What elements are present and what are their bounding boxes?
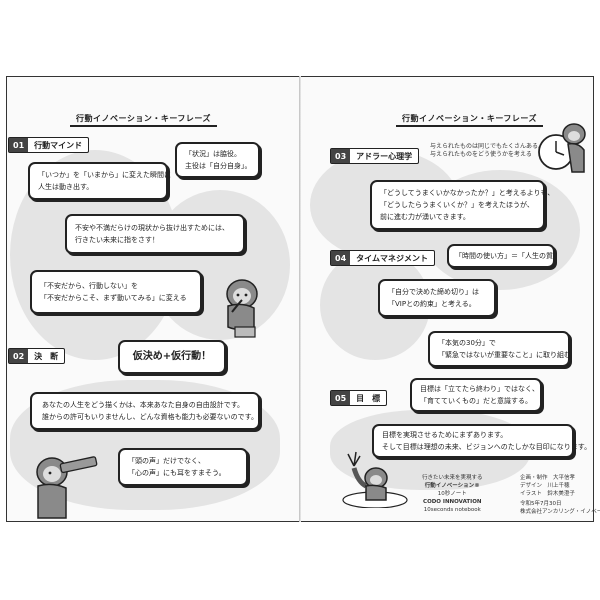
book-spine — [299, 76, 301, 522]
sloth-telescope-illustration — [36, 456, 98, 519]
bubble-line: 前に進む力が湧いてきます。 — [380, 213, 470, 221]
caption-line: 与えられたものをどう使うかを考える — [430, 151, 532, 158]
bubble-line: 「不安だから、行動しない」を — [40, 282, 138, 290]
book-title-block: 行きたい未来を実現する 行動イノベーション® 10秒ノート CODO INNOV… — [422, 474, 483, 514]
section-label: 行動マインド — [34, 140, 83, 150]
speech-bubble-jitsugen: 目標を実現させるためにまずあります。 そして目標は理想の未来、ビジョンへのたしか… — [372, 424, 592, 458]
bubble-line: 「時間の使い方」＝「人生の質」 — [455, 252, 560, 260]
credit-line: イラスト 鈴木美澄子 — [520, 491, 575, 497]
credit-line: 行動イノベーション® — [424, 483, 480, 489]
section-tag-05: 05 目 標 — [330, 390, 388, 406]
bubble-line: 誰からの許可もいりませんし、どんな資格も能力も必要ないのです。 — [42, 413, 258, 421]
bubble-line: 「自分で決めた締め切り」は — [388, 288, 479, 296]
bubble-line: 「緊急ではないが重要なこと」に取り組む — [438, 351, 571, 359]
bubble-line: 「どうしたらうまくいくか？」を考えたほうが、 — [380, 201, 534, 209]
publisher: 株式会社アンカリング・イノベーション — [520, 509, 600, 515]
section-tag-04: 04 タイムマネジメント — [330, 250, 435, 266]
bubble-line: 行きたい未来に指をさす！ — [75, 236, 159, 244]
bubble-line: 「育てていくもの」だと意識する。 — [420, 397, 532, 405]
bubble-line: 目標は「立てたら終わり」ではなく、 — [420, 385, 539, 393]
speech-bubble-fuan-dakara: 「不安だから、行動しない」を 「不安だからこそ、まず動いてみる」に変える — [30, 270, 202, 314]
section-number: 01 — [9, 138, 29, 152]
bubble-line: 「頭の声」だけでなく、 — [128, 457, 205, 465]
speech-bubble-doushite: 「どうしてうまくいかなかったか？」と考えるよりも、 「どうしたらうまくいくか？」… — [370, 180, 555, 230]
bubble-line: 「どうしてうまくいかなかったか？」と考えるよりも、 — [380, 189, 555, 197]
bubble-line: 「いつか」を「いまから」に変えた瞬間に — [38, 171, 171, 179]
page-header: 行動イノベーション・キーフレーズ — [396, 113, 543, 127]
section-number: 02 — [9, 349, 29, 363]
speech-bubble-mokuhyo: 目標は「立てたら終わり」ではなく、 「育てていくもの」だと意識する。 — [410, 378, 542, 412]
sloth-waving-illustration — [342, 451, 408, 508]
bubble-line: 人生は動き出す。 — [38, 183, 94, 191]
sloth-thinking-illustration — [226, 279, 258, 338]
caption-ataerareta: 与えられたものは同じでもたくさんある。 与えられたものをどう使うかを考える — [430, 143, 544, 159]
speech-bubble-itsuka: 「いつか」を「いまから」に変えた瞬間に 人生は動き出す。 — [28, 162, 171, 200]
bubble-line: あなたの人生をどう描くかは、本来あなた自身の自由設計です。 — [42, 401, 245, 409]
speech-bubble-jikan: 「時間の使い方」＝「人生の質」 — [447, 244, 560, 268]
bubble-line: 不安や不満だらけの現状から抜け出すためには、 — [75, 224, 229, 232]
bubble-line: 仮決め+仮行動！ — [132, 351, 212, 362]
section-label: アドラー心理学 — [356, 151, 413, 161]
brand-subtitle: 10seconds notebook — [423, 507, 481, 513]
bubble-line: 「不安だからこそ、まず動いてみる」に変える — [40, 294, 187, 302]
section-tag-01: 01 行動マインド — [8, 137, 90, 153]
credit-line: デザイン 川上千穂 — [520, 483, 570, 489]
section-label: タイムマネジメント — [356, 253, 428, 263]
bubble-line: 「VIPとの約束」と考える。 — [388, 300, 476, 308]
speech-bubble-honki: 「本気の30分」で 「緊急ではないが重要なこと」に取り組む — [428, 331, 571, 367]
bubble-line: 「本気の30分」で — [438, 339, 496, 347]
bubble-line: 「状況」は脇役。 — [185, 150, 241, 158]
section-number: 05 — [331, 391, 351, 405]
credit-line: 企画・制作 大平信孝 — [520, 475, 576, 481]
speech-bubble-shimekiri: 「自分で決めた締め切り」は 「VIPとの約束」と考える。 — [378, 279, 496, 317]
brand-name: CODO INNOVATION — [423, 499, 482, 505]
bubble-line: 目標を実現させるためにまずあります。 — [382, 431, 508, 439]
publish-date: 令和5年7月30日 — [520, 501, 562, 507]
bubble-line: そして目標は理想の未来、ビジョンへのたしかな目印になります。 — [382, 443, 592, 451]
bubble-line: 主役は「自分自身」。 — [185, 162, 252, 170]
speech-bubble-atama: 「頭の声」だけでなく、 「心の声」にも耳をすまそう。 — [118, 448, 248, 486]
section-number: 03 — [331, 149, 351, 163]
section-label: 決 断 — [34, 351, 59, 361]
caption-line: 与えられたものは同じでもたくさんある。 — [430, 143, 545, 150]
speech-bubble-karikime: 仮決め+仮行動！ — [118, 340, 226, 374]
section-tag-02: 02 決 断 — [8, 348, 66, 364]
sloth-clock-illustration — [538, 123, 586, 173]
section-label: 目 標 — [356, 393, 381, 403]
credit-line: 行きたい未来を実現する — [422, 475, 483, 481]
page-header: 行動イノベーション・キーフレーズ — [70, 113, 217, 127]
section-number: 04 — [331, 251, 351, 265]
staff-credits: 企画・制作 大平信孝 デザイン 川上千穂 イラスト 鈴木美澄子 令和5年7月30… — [520, 474, 600, 516]
section-tag-03: 03 アドラー心理学 — [330, 148, 420, 164]
speech-bubble-jinsei: あなたの人生をどう描くかは、本来あなた自身の自由設計です。 誰からの許可もいりま… — [30, 392, 260, 430]
speech-bubble-jokyo: 「状況」は脇役。 主役は「自分自身」。 — [175, 142, 260, 178]
speech-bubble-fuan: 不安や不満だらけの現状から抜け出すためには、 行きたい未来に指をさす！ — [65, 214, 245, 254]
credit-line: 10秒ノート — [437, 491, 467, 497]
bubble-line: 「心の声」にも耳をすまそう。 — [128, 469, 226, 477]
